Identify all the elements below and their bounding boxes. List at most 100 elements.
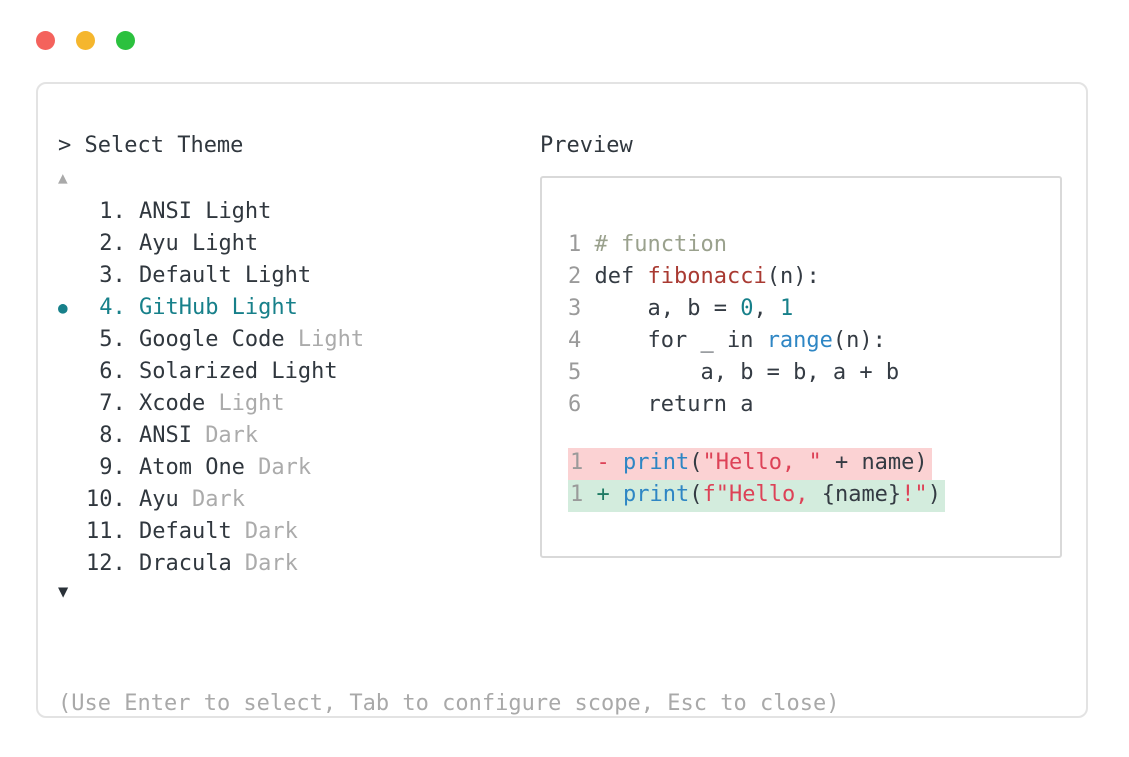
option-number: 1. xyxy=(99,198,126,224)
theme-option-github-light-selected[interactable]: ● 4. GitHub Light xyxy=(58,291,540,323)
option-number: 3. xyxy=(99,262,126,288)
code-token: (n): xyxy=(832,328,886,353)
close-button-icon[interactable] xyxy=(36,31,55,50)
code-token: !" xyxy=(901,482,928,507)
code-token: 2 xyxy=(568,264,595,289)
option-label: ANSI Light xyxy=(138,198,272,224)
option-label: Atom One xyxy=(138,454,245,480)
code-line: 1 # function xyxy=(568,230,1060,262)
option-label: Default Light xyxy=(138,262,312,288)
option-label: Solarized Light xyxy=(138,358,338,384)
code-token: 1 xyxy=(568,232,595,257)
code-token: ( xyxy=(689,482,703,507)
code-line: 4 for _ in range(n): xyxy=(568,326,1060,358)
theme-picker-window: > Select Theme ▲ 1. ANSI Light 2. Ayu Light… xyxy=(36,82,1088,718)
prompt-chevron: > xyxy=(58,133,72,158)
code-line: 5 a, b = b, a + b xyxy=(568,358,1060,390)
code-token: for _ in xyxy=(594,328,767,353)
option-number: 10. xyxy=(86,486,126,512)
code-token: print xyxy=(623,450,690,475)
code-token: + xyxy=(596,482,623,507)
option-label: GitHub Light xyxy=(138,294,298,320)
code-token: print xyxy=(623,482,690,507)
keyboard-hint: (Use Enter to select, Tab to configure s… xyxy=(58,691,840,716)
code-line xyxy=(568,422,1060,448)
option-number: 12. xyxy=(86,550,126,576)
code-token: , xyxy=(753,296,780,321)
option-variant: Dark xyxy=(205,422,259,448)
code-token: # function xyxy=(594,232,727,257)
option-number: 7. xyxy=(99,390,126,416)
code-token: "Hello, " xyxy=(702,450,822,475)
code-line: 3 a, b = 0, 1 xyxy=(568,294,1060,326)
scroll-up-icon[interactable]: ▲ xyxy=(58,168,68,187)
minimize-button-icon[interactable] xyxy=(76,31,95,50)
option-variant: Dark xyxy=(191,486,245,512)
picker-title: Select Theme xyxy=(84,133,244,158)
option-number: 9. xyxy=(99,454,126,480)
theme-option-solarized-light[interactable]: 6. Solarized Light xyxy=(58,355,540,387)
option-label: Google Code xyxy=(138,326,285,352)
theme-list: 1. ANSI Light 2. Ayu Light 3. Default Light… xyxy=(58,195,540,579)
code-line: 6 return a xyxy=(568,390,1060,422)
option-variant: Dark xyxy=(244,550,298,576)
diff-removed-line: 1 - print("Hello, " + name) xyxy=(568,448,1060,480)
picker-header: > Select Theme xyxy=(58,134,540,158)
code-token: 6 xyxy=(568,392,595,417)
selection-bullet-icon: ● xyxy=(58,297,68,317)
option-variant: Light xyxy=(218,390,285,416)
code-token: 1 xyxy=(570,450,597,475)
option-number: 5. xyxy=(99,326,126,352)
code-token: fibonacci xyxy=(647,264,767,289)
theme-option-ayu-light[interactable]: 2. Ayu Light xyxy=(58,227,540,259)
theme-option-ayu-dark[interactable]: 10. Ayu Dark xyxy=(58,483,540,515)
code-token: 1 xyxy=(779,296,794,321)
code-token: return a xyxy=(594,392,754,417)
theme-option-google-code-light[interactable]: 5. Google Code Light xyxy=(58,323,540,355)
option-variant: Dark xyxy=(244,518,298,544)
code-token: a, b = b, a + b xyxy=(594,360,900,385)
theme-option-default-dark[interactable]: 11. Default Dark xyxy=(58,515,540,547)
option-label: Dracula xyxy=(138,550,232,576)
code-token: 0 xyxy=(740,296,754,321)
code-token: a, b = xyxy=(594,296,741,321)
diff-added-line: 1 + print(f"Hello, {name}!") xyxy=(568,480,1060,512)
theme-list-panel: > Select Theme ▲ 1. ANSI Light 2. Ayu Light… xyxy=(58,134,540,649)
code-token: 5 xyxy=(568,360,595,385)
preview-title: Preview xyxy=(540,133,633,158)
option-number: 8. xyxy=(99,422,126,448)
code-token: ( xyxy=(689,450,703,475)
code-token: 3 xyxy=(568,296,595,321)
option-label: Ayu Light xyxy=(138,230,259,256)
option-number: 2. xyxy=(99,230,126,256)
option-label: Default xyxy=(138,518,232,544)
theme-option-ansi-light[interactable]: 1. ANSI Light xyxy=(58,195,540,227)
code-line: 2 def fibonacci(n): xyxy=(568,262,1060,294)
option-label: Xcode xyxy=(138,390,206,416)
code-token: def xyxy=(594,264,648,289)
code-token: {name} xyxy=(821,482,902,507)
code-token: (n): xyxy=(766,264,820,289)
window-controls xyxy=(36,31,135,50)
scroll-down-icon[interactable]: ▼ xyxy=(58,582,69,602)
option-variant: Light xyxy=(297,326,365,352)
option-number: 6. xyxy=(99,358,126,384)
option-label: Ayu xyxy=(138,486,179,512)
theme-option-xcode-light[interactable]: 7. Xcode Light xyxy=(58,387,540,419)
theme-option-dracula-dark[interactable]: 12. Dracula Dark xyxy=(58,547,540,579)
option-number: 4. xyxy=(99,294,126,320)
code-token: + name) xyxy=(821,450,928,475)
maximize-button-icon[interactable] xyxy=(116,31,135,50)
code-token: 1 xyxy=(570,482,597,507)
theme-option-default-light[interactable]: 3. Default Light xyxy=(58,259,540,291)
code-token: range xyxy=(766,328,833,353)
code-token: ) xyxy=(927,482,941,507)
code-token: f"Hello, xyxy=(702,482,822,507)
code-token: 4 xyxy=(568,328,595,353)
option-number: 11. xyxy=(86,518,126,544)
code-token: - xyxy=(596,450,623,475)
